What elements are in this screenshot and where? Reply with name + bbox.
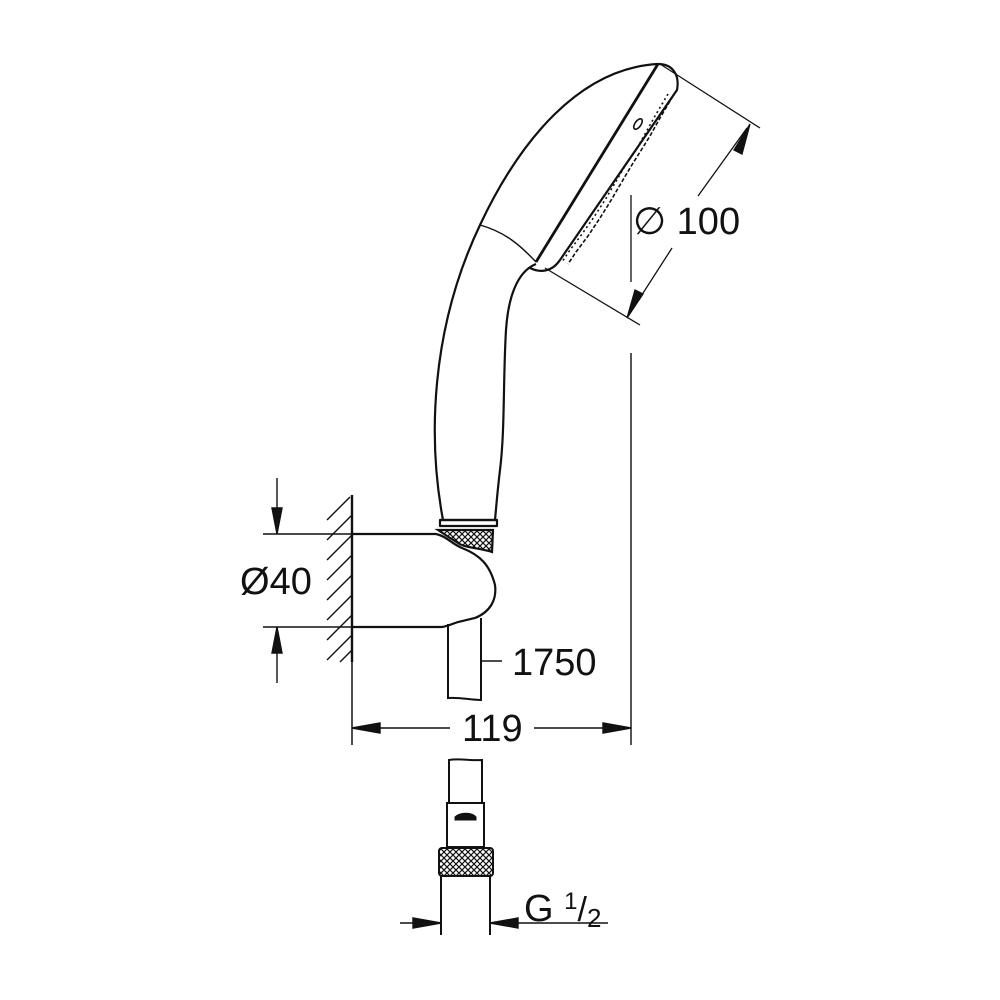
hand-shower	[433, 62, 679, 528]
dimension-projection	[351, 722, 632, 734]
thread-slash: /	[577, 891, 587, 929]
head-diameter-label: ∅ 100	[633, 203, 740, 241]
head-diameter-value: 100	[676, 201, 741, 243]
hose-upper	[447, 618, 482, 702]
hose-length-label: 1750	[512, 642, 597, 684]
diameter-symbol: ∅	[633, 201, 667, 243]
diameter-symbol: Ø	[240, 561, 270, 603]
hose-connector	[438, 758, 494, 935]
holder-diameter-label: Ø40	[240, 563, 312, 601]
spray-nozzles	[561, 93, 674, 265]
thread-label: G 1/2	[524, 888, 602, 933]
wall	[326, 495, 354, 663]
thread-prefix: G	[524, 888, 554, 930]
dimension-thread	[400, 917, 608, 929]
dimension-holder-diameter	[263, 478, 352, 683]
wall-holder	[352, 528, 497, 629]
dimension-head-diameter	[544, 63, 761, 326]
thread-numerator: 1	[564, 888, 578, 915]
projection-label: 119	[462, 708, 523, 750]
thread-denominator: 2	[586, 903, 602, 933]
holder-diameter-value: 40	[269, 561, 312, 603]
